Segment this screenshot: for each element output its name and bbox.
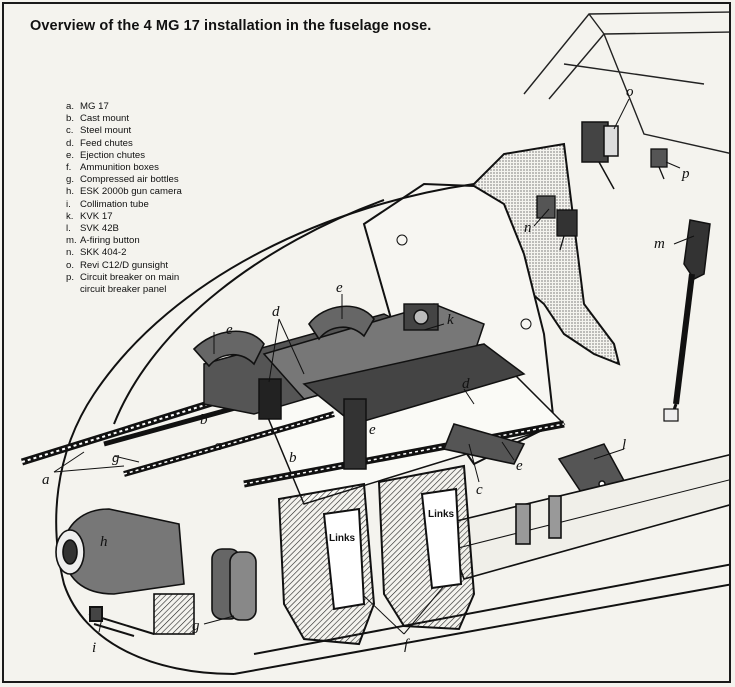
ejection-chutes: [192, 305, 526, 465]
legend-text: A-firing button: [80, 235, 140, 247]
legend-text: Circuit breaker on main circuit breaker …: [80, 271, 180, 296]
kvk-17: [403, 303, 439, 331]
figure-title: Overview of the 4 MG 17 installation in …: [30, 18, 432, 34]
canopy: [523, 11, 729, 154]
legend-item: p. Circuit breaker on main circuit breake…: [66, 272, 182, 296]
callout-e-tertiary: e: [369, 422, 376, 438]
legend-key: c.: [66, 125, 74, 137]
callout-h: h: [100, 534, 108, 550]
legend-text: Ammunition boxes: [80, 162, 159, 174]
skk-404-2: [536, 195, 578, 251]
ammunition-boxes: [277, 464, 476, 646]
ammo-box-right-links-label: Links: [428, 509, 455, 520]
parts-legend: a. MG 17 b. Cast mount c. Steel mount d. Feed c…: [66, 101, 182, 296]
callout-n: n: [524, 220, 532, 236]
legend-key: m.: [66, 235, 77, 247]
legend-key: h.: [66, 186, 75, 198]
legend-item: n. SKK 404-2: [66, 247, 182, 259]
legend-text: ESK 2000b gun camera: [80, 186, 182, 198]
legend-key: d.: [66, 137, 75, 149]
callout-e-quaternary: e: [516, 458, 523, 474]
legend-item: h. ESK 2000b gun camera: [66, 186, 182, 198]
legend-key: f.: [66, 162, 72, 174]
legend-item: l. SVK 42B: [66, 223, 182, 235]
legend-text: Steel mount: [80, 125, 132, 137]
legend-key: b.: [66, 113, 75, 125]
callout-b-secondary: b: [289, 450, 297, 466]
callout-a: a: [42, 472, 50, 488]
legend-key: g.: [66, 174, 75, 186]
legend-item: i. Collimation tube: [66, 199, 182, 211]
callout-b: b: [200, 412, 208, 428]
legend-key: n.: [66, 247, 75, 259]
callout-e: e: [226, 322, 233, 338]
callout-o: o: [626, 84, 634, 100]
legend-item: f. Ammunition boxes: [66, 162, 182, 174]
legend-item: g. Compressed air bottles: [66, 174, 182, 186]
callout-k: k: [447, 312, 454, 328]
circuit-breaker: [650, 148, 668, 180]
legend-key: i.: [66, 198, 71, 210]
legend-item: d. Feed chutes: [66, 138, 182, 150]
legend-item: o. Revi C12/D gunsight: [66, 260, 182, 272]
legend-key: k.: [66, 210, 74, 222]
callout-a-secondary: a: [214, 438, 222, 454]
legend-text: Revi C12/D gunsight: [80, 259, 168, 271]
legend-key: l.: [66, 223, 71, 235]
control-stick: [663, 219, 711, 422]
callout-c: c: [476, 482, 483, 498]
legend-text: Ejection chutes: [80, 149, 146, 161]
gunsight: [581, 121, 619, 190]
compressed-air-bottles: [153, 548, 257, 635]
leader-lines: [53, 98, 695, 635]
legend-text: MG 17: [80, 101, 109, 112]
legend-item: c. Steel mount: [66, 125, 182, 137]
legend-key: o.: [66, 259, 75, 271]
callout-m: m: [654, 236, 665, 252]
legend-item: b. Cast mount: [66, 113, 182, 125]
callout-letters: a a b b c d d e e e e f g g h i k l m n …: [42, 84, 690, 656]
legend-item: k. KVK 17: [66, 211, 182, 223]
callout-g-secondary: g: [192, 618, 200, 634]
legend-item: m.A-firing button: [66, 235, 182, 247]
callout-g: g: [112, 450, 120, 466]
callout-d-secondary: d: [462, 376, 470, 392]
callout-l: l: [622, 437, 626, 453]
legend-text: Compressed air bottles: [80, 174, 179, 186]
legend-text: SVK 42B: [80, 223, 119, 235]
callout-d: d: [272, 304, 280, 320]
legend-item: e. Ejection chutes: [66, 150, 182, 162]
callout-e-secondary: e: [336, 280, 343, 296]
ammo-box-left-links-label: Links: [329, 533, 356, 544]
legend-key: e.: [66, 149, 75, 161]
mg17-installation-drawing: Links Links: [20, 11, 729, 675]
legend-text: Cast mount: [80, 113, 130, 125]
callout-f: f: [404, 637, 410, 653]
legend-text: SKK 404-2: [80, 247, 127, 259]
legend-text: Collimation tube: [80, 198, 149, 210]
legend-item: a. MG 17: [66, 101, 182, 113]
legend-text: KVK 17: [80, 210, 113, 222]
legend-key: a.: [66, 101, 75, 112]
gun-camera: [55, 508, 185, 595]
legend-key: p.: [66, 271, 75, 283]
callout-i: i: [92, 640, 96, 656]
legend-text: Feed chutes: [80, 137, 133, 149]
callout-p: p: [681, 166, 690, 182]
